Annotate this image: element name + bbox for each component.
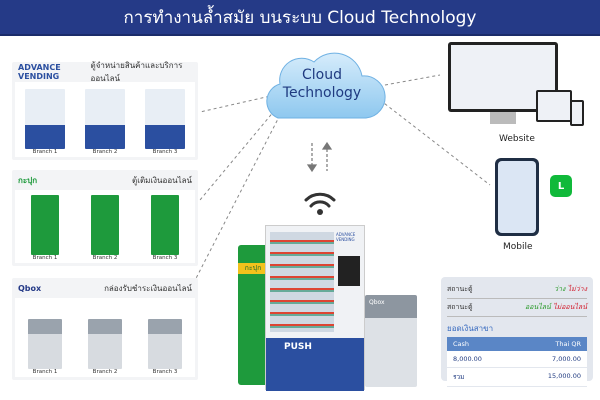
- status-available: ว่าง: [554, 285, 566, 293]
- branch-machine: Branch 3: [151, 195, 179, 261]
- qbox-machine: Qbox: [365, 295, 417, 387]
- website-devices: [440, 40, 590, 130]
- qbox-logo: Qbox: [18, 283, 42, 293]
- branch-machine: Branch 1: [28, 319, 62, 375]
- kiosk-machine: กะปุก: [238, 245, 268, 385]
- panel-caption: ตู้จำหน่ายสินค้าและบริการออนไลน์: [90, 61, 183, 83]
- status-offline: ไม่ออนไลน์: [553, 303, 587, 311]
- branch-machine: Branch 3: [148, 319, 182, 375]
- branch-label: Branch 3: [152, 149, 178, 155]
- branch-label: Branch 1: [32, 369, 58, 375]
- status-label: สถานะตู้: [447, 285, 473, 293]
- wifi-icon: [304, 192, 336, 208]
- topup-panel: กะปุก ตู้เติมเงินออนไลน์ Branch 1 Branch …: [12, 170, 198, 266]
- brand-label: ADVANCE VENDING: [336, 232, 356, 242]
- advance-vending-logo: ADVANCE VENDING: [18, 63, 61, 81]
- col-thaiqr: Thai QR: [555, 340, 581, 348]
- status-online: ออนไลน์: [525, 303, 551, 311]
- kiosk-label: กะปุก: [238, 263, 268, 274]
- vending-panel: ADVANCE VENDING ตู้จำหน่ายสินค้าและบริการ…: [12, 61, 198, 160]
- panel-caption: ตู้เติมเงินออนไลน์: [132, 175, 192, 185]
- cloud-icon: [266, 52, 386, 119]
- kapook-logo: กะปุก: [18, 175, 38, 185]
- branch-label: Branch 1: [32, 255, 58, 261]
- cell: รวม: [453, 373, 465, 381]
- branch-machine: Branch 3: [145, 89, 185, 155]
- branch-machine: Branch 2: [88, 319, 122, 375]
- qbox-panel: Qbox กล่องรับชำระเงินออนไลน์ Branch 1 Bra…: [12, 278, 198, 380]
- cell: 15,000.00: [547, 372, 581, 380]
- push-label: PUSH: [284, 342, 312, 352]
- table-row: 8,000.00 7,000.00: [447, 351, 587, 368]
- panel-caption: กล่องรับชำระเงินออนไลน์: [104, 283, 192, 293]
- qbox-label: Qbox: [369, 299, 385, 306]
- branch-label: Branch 3: [152, 369, 178, 375]
- branch-machine: Branch 1: [25, 89, 65, 155]
- branch-machine: Branch 2: [85, 89, 125, 155]
- mobile-phone: [495, 158, 539, 236]
- cloud-label-2: Technology: [282, 85, 362, 101]
- branch-balance-title: ยอดเงินสาขา: [447, 324, 494, 333]
- branch-label: Branch 1: [32, 149, 58, 155]
- vending-machine: ADVANCE VENDING PUSH: [265, 225, 365, 391]
- status-card: สถานะตู้ว่าง ไม่ว่าง สถานะตู้ออนไลน์ ไม่…: [441, 277, 593, 387]
- cell: 7,000.00: [552, 355, 581, 363]
- line-app-icon: L: [550, 175, 572, 197]
- cloud-label-1: Cloud: [302, 67, 342, 83]
- sync-arrows-icon: [306, 141, 333, 173]
- website-label: Website: [499, 134, 535, 144]
- col-cash: Cash: [453, 340, 470, 348]
- branch-label: Branch 3: [152, 255, 178, 261]
- branch-machine: Branch 2: [91, 195, 119, 261]
- status-busy: ไม่ว่าง: [567, 285, 587, 293]
- branch-machine: Branch 1: [31, 195, 59, 261]
- mobile-label: Mobile: [503, 242, 533, 252]
- branch-label: Branch 2: [92, 149, 118, 155]
- branch-label: Branch 2: [92, 255, 118, 261]
- balance-table: Cash Thai QR 8,000.00 7,000.00 รวม 15,000.0…: [447, 337, 587, 387]
- branch-label: Branch 2: [92, 369, 118, 375]
- cell: 8,000.00: [453, 355, 482, 363]
- page-title: การทำงานล้ำสมัย บนระบบ Cloud Technology: [0, 0, 600, 36]
- table-row: รวม 15,000.00: [447, 368, 587, 387]
- status-label: สถานะตู้: [447, 303, 473, 311]
